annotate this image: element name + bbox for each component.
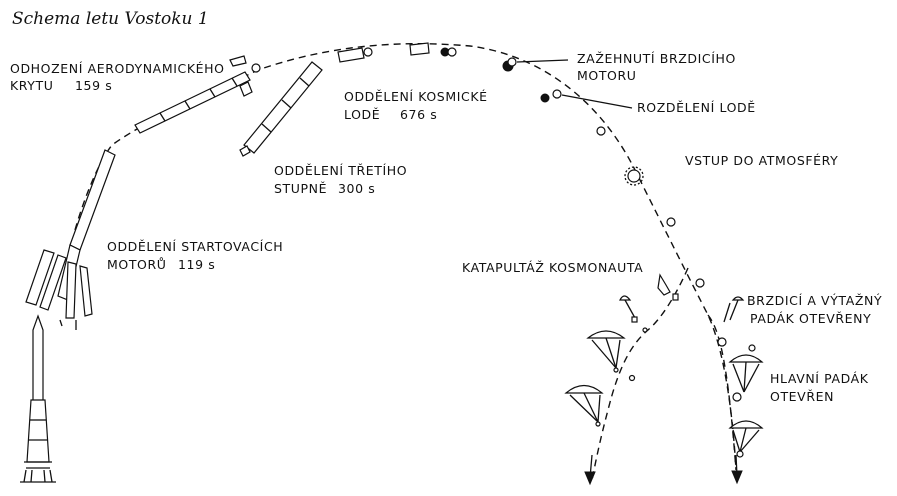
upper-stage-spacecraft: [337, 42, 457, 63]
capsule-descent-trajectory: [707, 314, 737, 471]
diagram-title: Schema letu Vostoku 1: [12, 9, 209, 29]
landing-arrow-capsule: [731, 454, 743, 485]
label-main-chute-line1: HLAVNÍ PADÁK: [770, 371, 869, 386]
label-spacecraft-line1: ODDĚLENÍ KOSMICKÉ: [344, 89, 488, 104]
capsule-position: [596, 126, 606, 136]
landing-arrow-cosmonaut: [584, 454, 596, 486]
label-spacecraft-time: 676 s: [400, 107, 437, 122]
leader-retro: [516, 59, 569, 63]
label-boosters-time: 119 s: [178, 257, 215, 272]
label-drogue-line2: PADÁK OTEVŘENY: [750, 311, 871, 326]
label-module-split: ROZDĚLENÍ LODĚ: [637, 100, 756, 115]
capsule-main-chute-2: [728, 420, 764, 458]
cosmonaut-parachute-1: [586, 330, 626, 373]
rocket-core-stage: [134, 71, 251, 134]
label-retro-line1: ZAŽEHNUTÍ BRZDICÍHO: [577, 51, 736, 66]
capsule-main-chute-1: [728, 344, 764, 393]
label-third-stage-line1: ODDĚLENÍ TŘETÍHO: [274, 163, 407, 178]
label-main-chute-line2: OTEVŘEN: [770, 389, 834, 404]
label-fairing-line1: ODHOZENÍ AERODYNAMICKÉHO: [10, 61, 225, 76]
leader-module-split: [561, 94, 633, 109]
cosmonaut-trajectory: [591, 267, 689, 481]
label-boosters-line1: ODDĚLENÍ STARTOVACÍCH: [107, 239, 283, 254]
ejection-seat: [657, 273, 679, 301]
label-third-stage-time: 300 s: [338, 181, 375, 196]
label-fairing-time: 159 s: [75, 78, 112, 93]
rocket-booster-separation: [25, 149, 116, 330]
seat-falling: [628, 374, 636, 382]
label-ejection: KATAPULTÁŽ KOSMONAUTA: [462, 260, 643, 275]
module-separation: [540, 89, 562, 103]
retro-fire-capsule: [502, 57, 517, 72]
seat-position: [642, 327, 648, 333]
third-stage-discarded: [239, 61, 323, 157]
fairing-halves: [229, 55, 261, 97]
capsule-position: [717, 337, 727, 347]
reentry-capsule-glow: [624, 166, 644, 186]
label-fairing-line2: KRYTU: [10, 78, 54, 93]
rocket-on-pad: [20, 314, 56, 483]
capsule-drogue-chute: [729, 296, 745, 321]
label-reentry: VSTUP DO ATMOSFÉRY: [685, 153, 838, 168]
cosmonaut-drogue-chute: [619, 295, 638, 323]
leader-drogue: [723, 302, 731, 323]
capsule-position: [695, 278, 705, 288]
label-boosters-line2: MOTORŮ: [107, 257, 167, 272]
label-drogue-line1: BRZDICÍ A VÝTAŽNÝ: [747, 293, 882, 308]
cosmonaut-parachute-2: [564, 384, 604, 427]
label-spacecraft-line2: LODĚ: [344, 107, 380, 122]
label-third-stage-line2: STUPNĚ: [274, 181, 327, 196]
label-retro-line2: MOTORU: [577, 68, 637, 83]
capsule-position: [732, 392, 742, 402]
capsule-position: [666, 217, 676, 227]
